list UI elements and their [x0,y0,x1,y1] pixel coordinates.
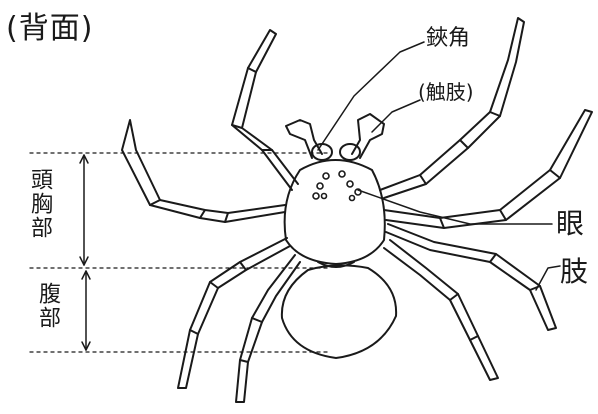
abdomen-outline [282,265,396,358]
pedipalp-right [352,114,384,158]
right-legs [380,18,592,380]
leg-right-3 [386,224,556,330]
label-cephalothorax: 頭胸部 [28,168,50,240]
pedipalps [286,114,384,158]
leader-pedipalp [372,100,420,132]
left-legs [122,30,300,402]
eyes [313,171,361,201]
leg-left-4 [236,255,300,402]
leg-left-2 [122,120,285,222]
pedipalp-left [286,120,322,158]
cephalothorax-outline [285,160,385,264]
leg-left-1 [232,30,298,190]
chelicera-right [340,144,360,160]
label-chelicera: 鋏角 [426,28,470,50]
leg-left-3 [178,238,290,388]
label-eyes: 眼 [556,210,584,238]
guide-lines [30,153,330,352]
label-pedipalp: (触肢) [418,82,474,102]
dimension-arrows [80,155,90,350]
label-legs: 肢 [560,258,588,286]
leader-chelicera [318,42,424,150]
label-abdomen: 腹部 [36,282,58,330]
view-title: (背面) [6,14,93,44]
